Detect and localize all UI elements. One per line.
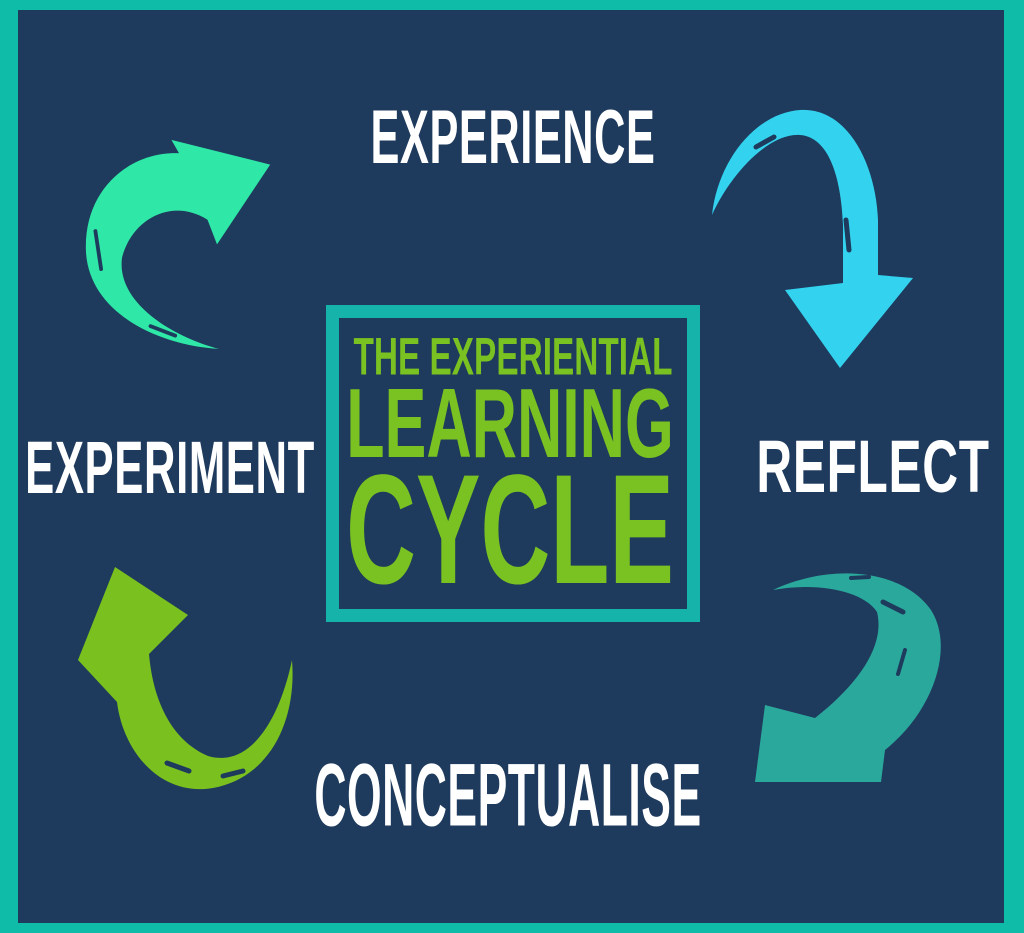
curved-arrow-down-icon	[712, 109, 913, 369]
stage-label-experiment: EXPERIMENT	[25, 426, 315, 509]
title-line-1: THE EXPERIENTIAL	[353, 327, 673, 387]
stage-label-conceptualise: CONCEPTUALISE	[314, 744, 702, 845]
title-line-2: LEARNING	[346, 368, 674, 478]
stage-label-reflect: REFLECT	[756, 425, 990, 508]
title-box	[326, 305, 700, 622]
curved-arrow-up-left-icon	[78, 567, 293, 790]
curved-arrow-up-right-icon	[85, 139, 271, 349]
title-line-3: CYCLE	[346, 443, 674, 617]
stage-label-experience: EXPERIENCE	[370, 95, 656, 180]
curved-arrow-down-left-icon	[755, 573, 941, 782]
